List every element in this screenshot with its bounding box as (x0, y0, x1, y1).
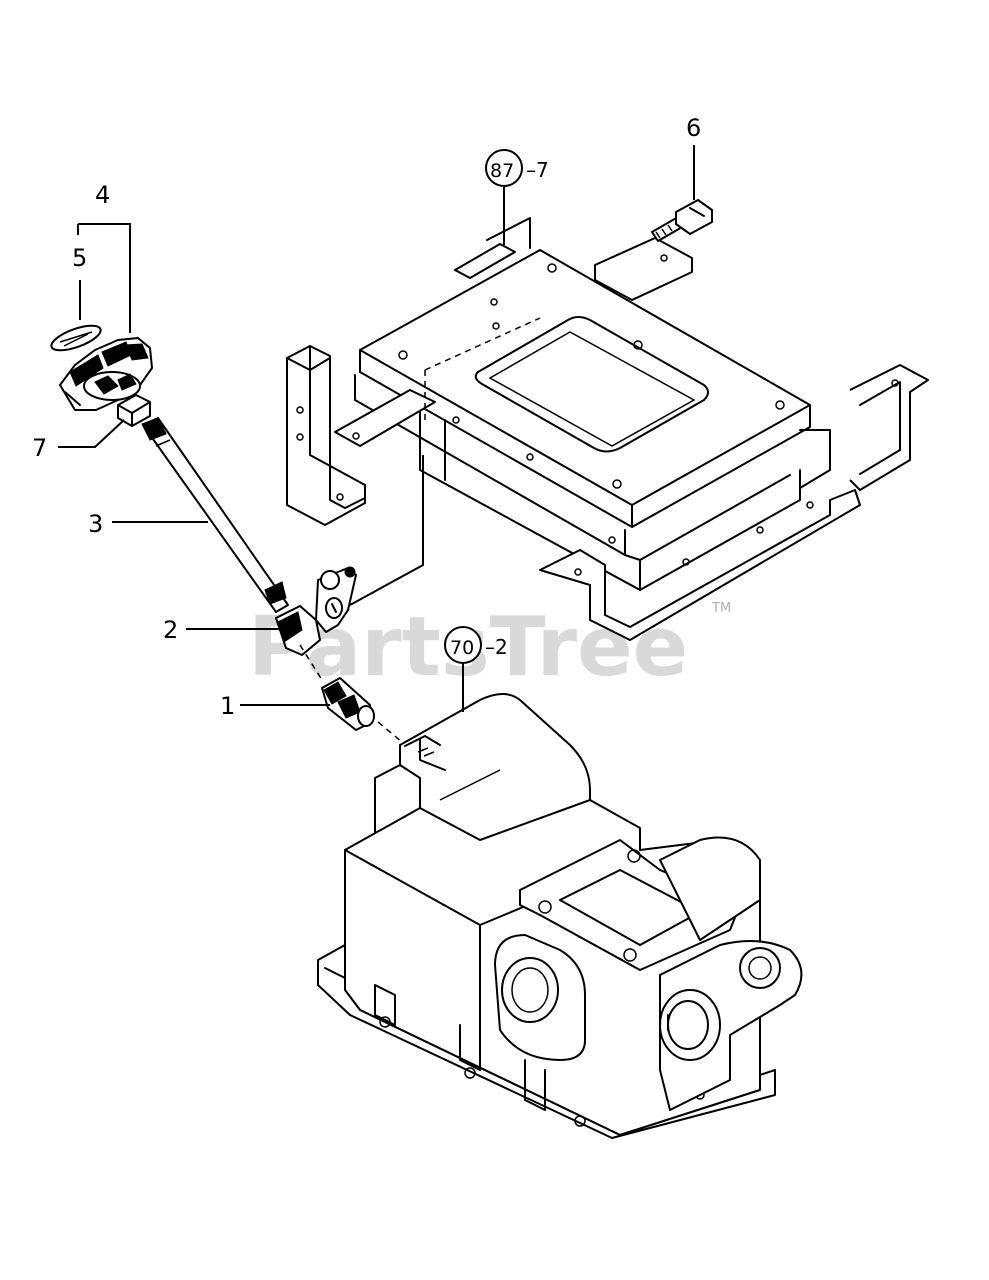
callout-3: 3 (88, 510, 103, 538)
reference-circle (485, 149, 523, 187)
reference-70-2: 70 –2 (444, 626, 508, 664)
watermark-tm: TM (711, 601, 731, 616)
seal-part-5 (50, 324, 102, 352)
reference-number: 87 (490, 160, 514, 182)
leader-lines (58, 145, 695, 712)
mounting-frame (286, 217, 929, 641)
reference-suffix: –2 (485, 635, 508, 659)
callout-labels: 4 5 7 3 2 1 6 (32, 114, 701, 720)
callout-5: 5 (72, 244, 87, 272)
joint-part-1 (299, 644, 403, 743)
rod-part-3 (141, 417, 289, 613)
callout-4: 4 (95, 181, 110, 209)
callout-2: 2 (163, 616, 178, 644)
collar-part-7 (117, 394, 151, 427)
arm-part-2 (275, 566, 357, 656)
callout-1: 1 (220, 692, 235, 720)
callout-7: 7 (32, 434, 47, 462)
reference-number: 70 (450, 637, 474, 659)
reference-87-7: 87 –7 (485, 149, 549, 187)
callout-6: 6 (686, 114, 701, 142)
transmission-housing (317, 693, 803, 1139)
reference-suffix: –7 (526, 158, 549, 182)
reference-circle (444, 626, 482, 664)
bolt-part-6 (651, 199, 713, 242)
knob-part-4 (59, 337, 153, 411)
